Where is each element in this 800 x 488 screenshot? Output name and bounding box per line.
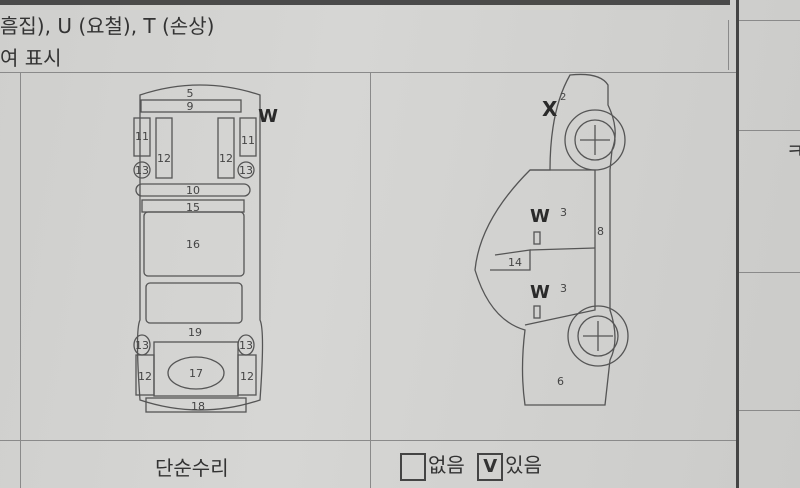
mark-number: 2 xyxy=(560,92,566,103)
part-label: 10 xyxy=(186,184,200,197)
table-divider xyxy=(370,72,371,488)
table-divider xyxy=(20,72,21,488)
part-label: 12 xyxy=(157,152,171,165)
part-label: 11 xyxy=(241,134,255,147)
part-label: 19 xyxy=(188,326,202,339)
part-label: 5 xyxy=(187,87,194,100)
page-line xyxy=(739,272,800,273)
table-top-border xyxy=(0,0,730,5)
legend-line-2: 여 표시 xyxy=(0,46,62,70)
table-divider xyxy=(0,440,738,441)
part-label: 15 xyxy=(186,201,200,214)
part-label: 13 xyxy=(135,164,149,177)
part-label: 12 xyxy=(240,370,254,383)
table-divider xyxy=(728,20,729,70)
part-label: 13 xyxy=(239,339,253,352)
simple-repair-label: 단순수리 xyxy=(155,456,229,480)
right-page-fragment: ㅋ xyxy=(786,139,800,163)
part-label: 14 xyxy=(508,256,522,269)
weld-mark: W xyxy=(258,106,278,127)
part-label: 13 xyxy=(135,339,149,352)
weld-mark: W xyxy=(530,206,550,227)
table-divider xyxy=(0,72,738,73)
part-label: 18 xyxy=(191,400,205,413)
part-label: 17 xyxy=(189,367,203,380)
checkbox-yes-checked[interactable]: V xyxy=(477,452,504,481)
weld-mark: W xyxy=(530,282,550,303)
checkbox-none[interactable] xyxy=(400,452,426,481)
option-none[interactable]: 없음 xyxy=(400,452,465,481)
part-label: 11 xyxy=(135,130,149,143)
mark-number: 3 xyxy=(560,282,567,295)
frame-diagram: 5 9 11 12 12 11 13 13 10 15 16 19 13 13 … xyxy=(133,84,278,413)
option-none-label: 없음 xyxy=(428,453,465,477)
table-right-border xyxy=(736,0,739,488)
part-label: 16 xyxy=(186,238,200,251)
mark-number: 3 xyxy=(560,206,567,219)
legend-line-1: 흠집), U (요철), T (손상) xyxy=(0,14,215,38)
part-label: 9 xyxy=(187,100,194,113)
page-line xyxy=(739,410,800,411)
exchange-mark: X xyxy=(542,97,558,121)
part-label: 12 xyxy=(219,152,233,165)
part-label: 12 xyxy=(138,370,152,383)
side-diagram: X 2 W 3 8 14 W 3 6 xyxy=(474,73,629,406)
part-label: 8 xyxy=(597,225,604,238)
page-line xyxy=(739,130,800,131)
part-label: 13 xyxy=(239,164,253,177)
page-line xyxy=(739,20,800,21)
part-label: 6 xyxy=(557,375,564,388)
option-yes-label: 있음 xyxy=(505,453,542,477)
